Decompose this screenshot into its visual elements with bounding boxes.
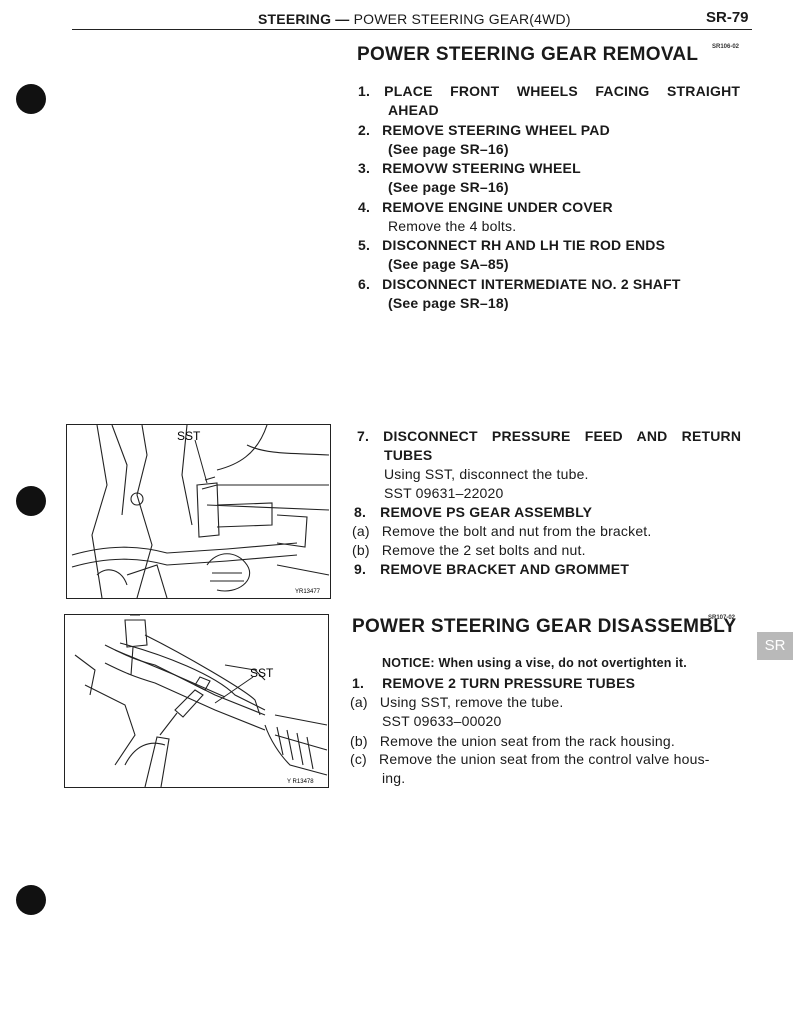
step-7-note: Using SST, disconnect the tube. [384,466,589,482]
disassembly-step-1c: (c) Remove the union seat from the contr… [350,751,710,767]
binder-hole [16,84,46,114]
step-8a: (a) Remove the bolt and nut from the bra… [352,523,652,539]
disassembly-step-1: 1. REMOVE 2 TURN PRESSURE TUBES [352,675,636,691]
step-3-note: (See page SR–16) [388,179,509,195]
disassembly-step-1c-cont: ing. [382,770,406,786]
step-2: 2. REMOVE STEERING WHEEL PAD [358,122,610,138]
step-6: 6. DISCONNECT INTERMEDIATE NO. 2 SHAFT [358,276,681,292]
running-header: STEERING — POWER STEERING GEAR(4WD) [258,11,571,27]
step-9: 9. REMOVE BRACKET AND GROMMET [354,561,630,577]
header-section: STEERING [258,11,332,27]
page-number: SR-79 [706,9,749,26]
figure-1-drawing: SST YR13477 [71,425,330,598]
step-7: 7. DISCONNECT PRESSURE FEED AND RETURN [357,428,742,444]
disassembly-sst: SST 09633–00020 [382,713,502,729]
step-3: 3. REMOVW STEERING WHEEL [358,160,581,176]
figure-1-ref: YR13477 [295,589,321,595]
binder-hole [16,486,46,516]
header-rule [72,29,752,30]
figure-2-drawing: SST Y R13478 [74,615,328,787]
figure-1-label: SST [177,429,201,443]
section-tab-sr: SR [757,632,793,660]
step-7-sst: SST 09631–22020 [384,485,504,501]
step-6-note: (See page SR–18) [388,295,509,311]
disassembly-step-1a: (a) Using SST, remove the tube. [350,694,564,710]
step-7-cont: TUBES [384,447,433,463]
figure-2-label: SST [250,666,274,680]
step-5: 5. DISCONNECT RH AND LH TIE ROD ENDS [358,237,666,253]
step-2-note: (See page SR–16) [388,141,509,157]
step-1: 1. PLACE FRONT WHEELS FACING STRAIGHT [358,83,741,99]
step-5-note: (See page SA–85) [388,256,509,272]
removal-title: POWER STEERING GEAR REMOVAL [357,44,699,65]
step-8b: (b) Remove the 2 set bolts and nut. [352,542,586,558]
disassembly-step-1b: (b) Remove the union seat from the rack … [350,733,675,749]
header-dash: — [335,11,350,27]
figure-turn-pressure-tubes: SST Y R13478 [64,614,329,788]
binder-hole [16,885,46,915]
disassembly-code: SR107-02 [708,615,736,621]
step-4-note: Remove the 4 bolts. [388,218,517,234]
removal-code: SR106-02 [712,44,740,50]
notice: NOTICE: When using a vise, do not overti… [382,656,687,670]
step-4: 4. REMOVE ENGINE UNDER COVER [358,199,613,215]
header-subsection: POWER STEERING GEAR(4WD) [353,11,571,27]
figure-pressure-tubes: SST YR13477 [66,424,331,599]
figure-2-ref: Y R13478 [287,779,314,785]
step-1-cont: AHEAD [388,102,439,118]
disassembly-title: POWER STEERING GEAR DISASSEMBLY [352,616,737,637]
step-8: 8. REMOVE PS GEAR ASSEMBLY [354,504,593,520]
